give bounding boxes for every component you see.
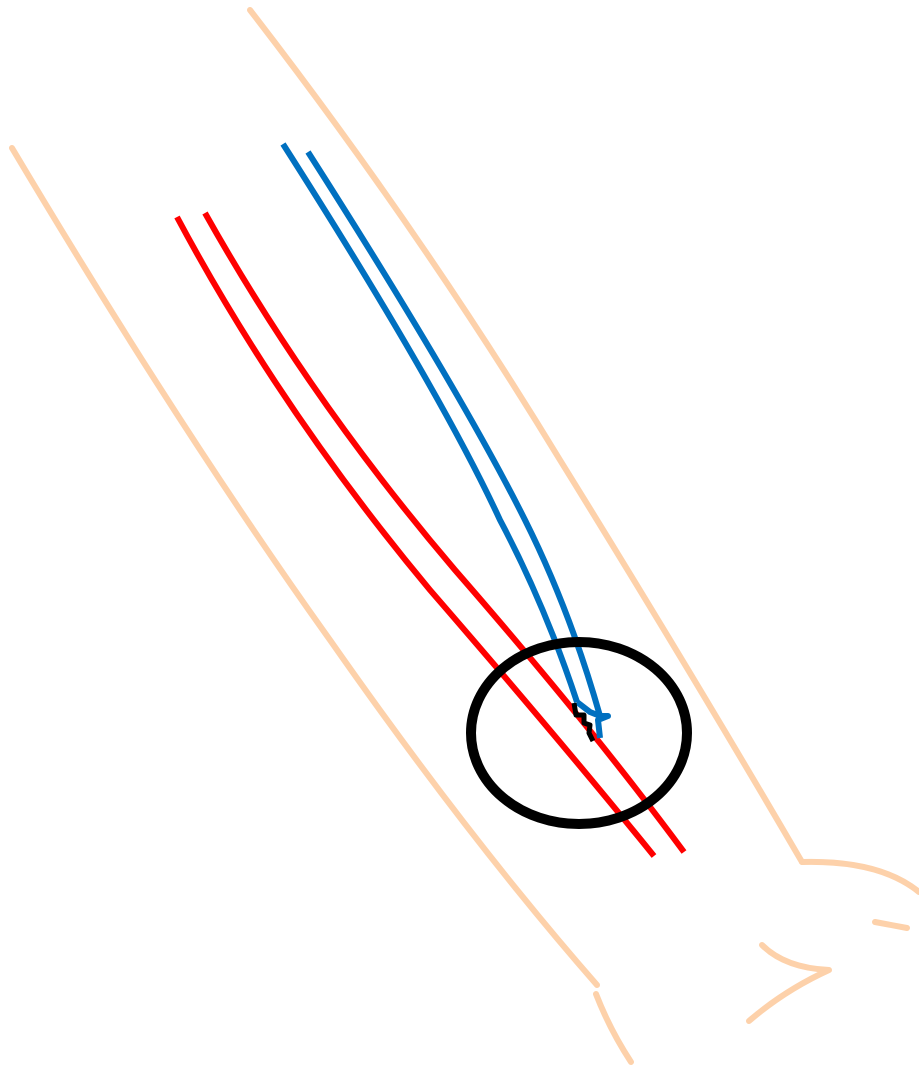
vein-vessel: [283, 144, 608, 738]
wrist-lower-line: [596, 994, 631, 1062]
thumb-web: [749, 945, 829, 1021]
forearm-upper-edge: [250, 10, 802, 862]
artery-wall-right: [205, 213, 684, 852]
thumb-line: [875, 922, 907, 928]
highlight-circle: [471, 642, 687, 824]
forearm-outline: [12, 10, 919, 1062]
vein-wall-left: [283, 144, 577, 702]
forearm-lower-edge: [12, 148, 597, 985]
hand-top-contour: [802, 862, 919, 892]
